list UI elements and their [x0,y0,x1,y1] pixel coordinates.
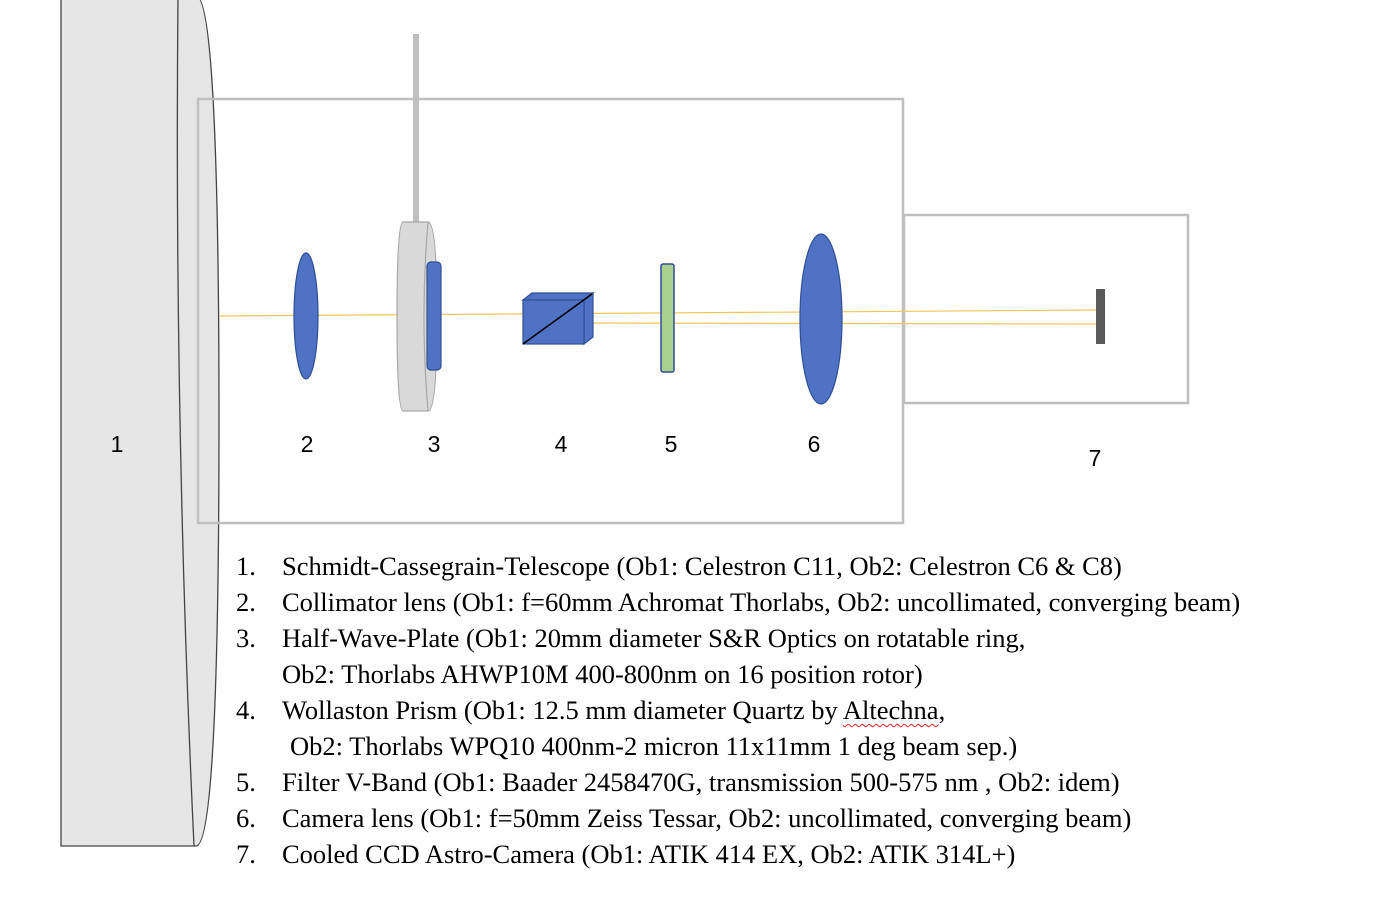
telescope-tube [60,0,220,847]
component-label-5: 5 [665,431,678,457]
component-label-4: 4 [555,431,568,457]
legend-number: 6. [236,803,256,833]
wollaston-prism [521,291,595,346]
legend-item: 6. Camera lens (Ob1: f=50mm Zeiss Tessar… [236,800,1240,836]
legend-number: 5. [236,767,256,797]
ccd-detector [1096,289,1105,344]
component-label-3: 3 [428,431,441,457]
legend-number: 1. [236,551,256,581]
legend-number: 2. [236,587,256,617]
legend-text-block: Wollaston Prism (Ob1: 12.5 mm diameter Q… [282,692,1017,764]
legend-text-continuation: Ob2: Thorlabs WPQ10 400nm-2 micron 11x11… [290,731,1018,761]
v-band-filter [660,263,675,373]
camera-lens [799,233,843,405]
legend-item: 4. Wollaston Prism (Ob1: 12.5 mm diamete… [236,692,1240,764]
legend-number: 4. [236,695,256,725]
half-wave-plate [426,261,442,371]
component-label-6: 6 [808,431,821,457]
component-label-7: 7 [1089,445,1102,471]
collimator-lens [293,252,319,380]
camera-housing [902,213,1190,405]
legend-text: Filter V-Band (Ob1: Baader 2458470G, tra… [282,767,1120,797]
legend-item: 2. Collimator lens (Ob1: f=60mm Achromat… [236,584,1240,620]
component-labels: 1 2 3 4 5 6 7 [111,431,1102,471]
legend-item: 5. Filter V-Band (Ob1: Baader 2458470G, … [236,764,1240,800]
legend-item: 7. Cooled CCD Astro-Camera (Ob1: ATIK 41… [236,836,1240,872]
legend-number: 7. [236,839,256,869]
light-beam [219,309,1098,325]
legend-text-part: Wollaston Prism (Ob1: 12.5 mm diameter Q… [282,695,843,725]
half-wave-plate-assembly [396,34,442,412]
component-label-2: 2 [301,431,314,457]
legend-text: Schmidt-Cassegrain-Telescope (Ob1: Celes… [282,551,1122,581]
legend-text: Wollaston Prism (Ob1: 12.5 mm diameter Q… [282,692,1017,728]
legend-item: 3. Half-Wave-Plate (Ob1: 20mm diameter S… [236,620,1240,692]
component-legend: 1. Schmidt-Cassegrain-Telescope (Ob1: Ce… [236,548,1240,872]
legend-number: 3. [236,623,256,653]
legend-text-block: Half-Wave-Plate (Ob1: 20mm diameter S&R … [282,620,1025,692]
legend-text: Cooled CCD Astro-Camera (Ob1: ATIK 414 E… [282,839,1016,869]
rotator-rod [413,34,419,224]
legend-text-part: , [938,695,946,725]
spellcheck-flagged-word: Altechna [842,695,939,725]
component-label-1: 1 [111,431,124,457]
legend-item: 1. Schmidt-Cassegrain-Telescope (Ob1: Ce… [236,548,1240,584]
legend-text: Half-Wave-Plate (Ob1: 20mm diameter S&R … [282,623,1026,653]
legend-text-continuation: Ob2: Thorlabs AHWP10M 400-800nm on 16 po… [282,659,923,689]
legend-text: Collimator lens (Ob1: f=60mm Achromat Th… [282,587,1241,617]
legend-text: Camera lens (Ob1: f=50mm Zeiss Tessar, O… [282,803,1132,833]
